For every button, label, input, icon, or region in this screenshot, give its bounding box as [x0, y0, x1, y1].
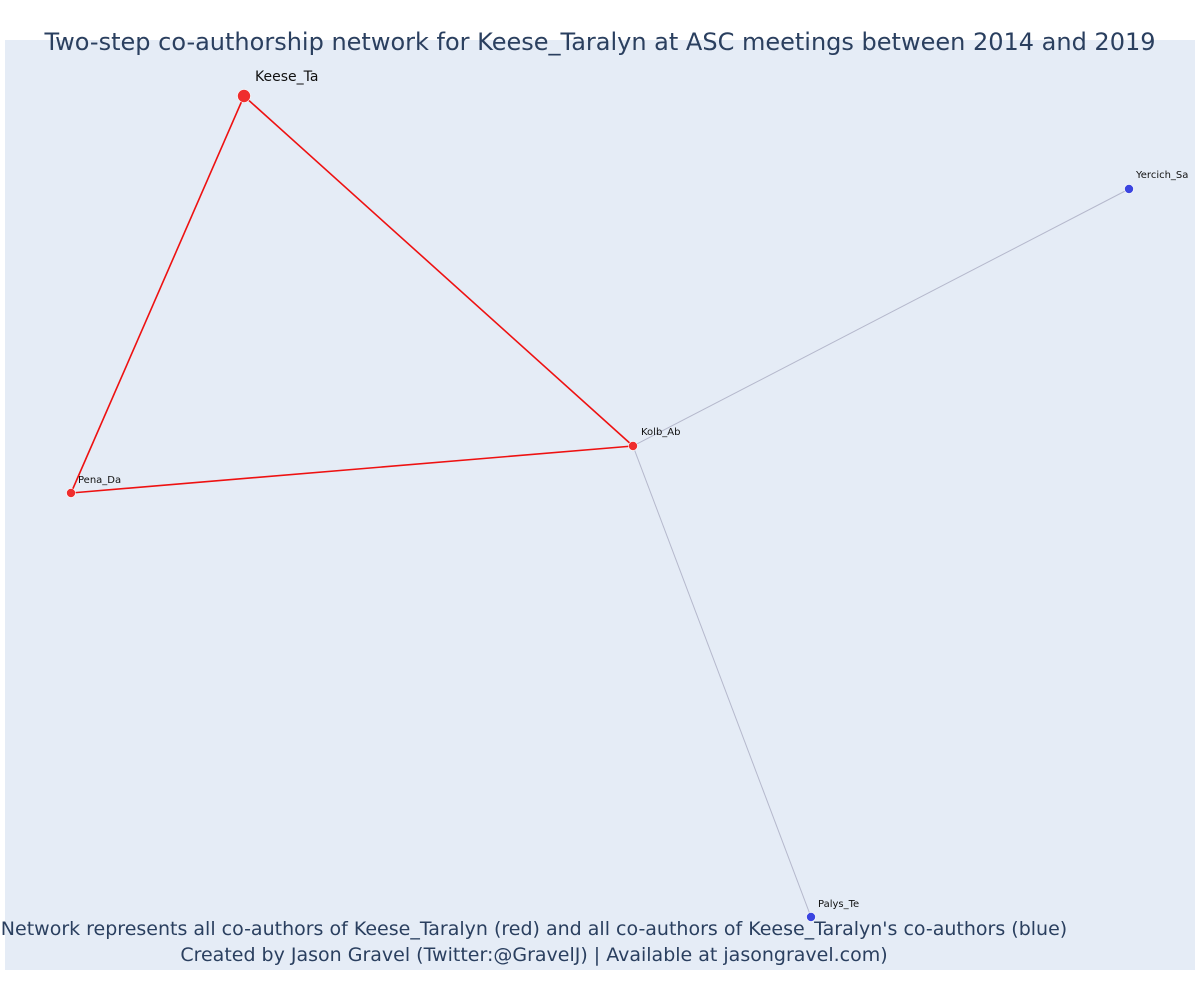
node-layer [66, 89, 1134, 922]
node-label-Keese_Ta: Keese_Ta [255, 69, 318, 85]
node-label-Pena_Da: Pena_Da [78, 475, 121, 486]
edge-Pena_Da-Kolb_Ab [70, 445, 634, 494]
edge-Kolb_Ab-Yercich_Sa [632, 188, 1130, 447]
edge-layer [70, 95, 1130, 918]
plot-area [5, 40, 1195, 970]
node-Yercich_Sa[interactable] [1124, 184, 1134, 194]
footnote-description: Network represents all co-authors of Kee… [0, 918, 1068, 940]
node-Keese_Ta[interactable] [237, 89, 251, 103]
node-label-Palys_Te: Palys_Te [818, 899, 859, 910]
edge-Keese_Ta-Pena_Da [70, 95, 245, 494]
chart-title: Two-step co-authorship network for Keese… [44, 28, 1156, 56]
node-label-Kolb_Ab: Kolb_Ab [641, 427, 681, 438]
node-label-Yercich_Sa: Yercich_Sa [1135, 170, 1188, 181]
node-Pena_Da[interactable] [66, 488, 76, 498]
edge-Kolb_Ab-Palys_Te [632, 445, 812, 918]
node-Kolb_Ab[interactable] [628, 441, 638, 451]
node-Palys_Te[interactable] [806, 912, 816, 922]
footnote-credit: Created by Jason Gravel (Twitter:@Gravel… [180, 944, 888, 966]
edge-Keese_Ta-Kolb_Ab [243, 95, 634, 447]
